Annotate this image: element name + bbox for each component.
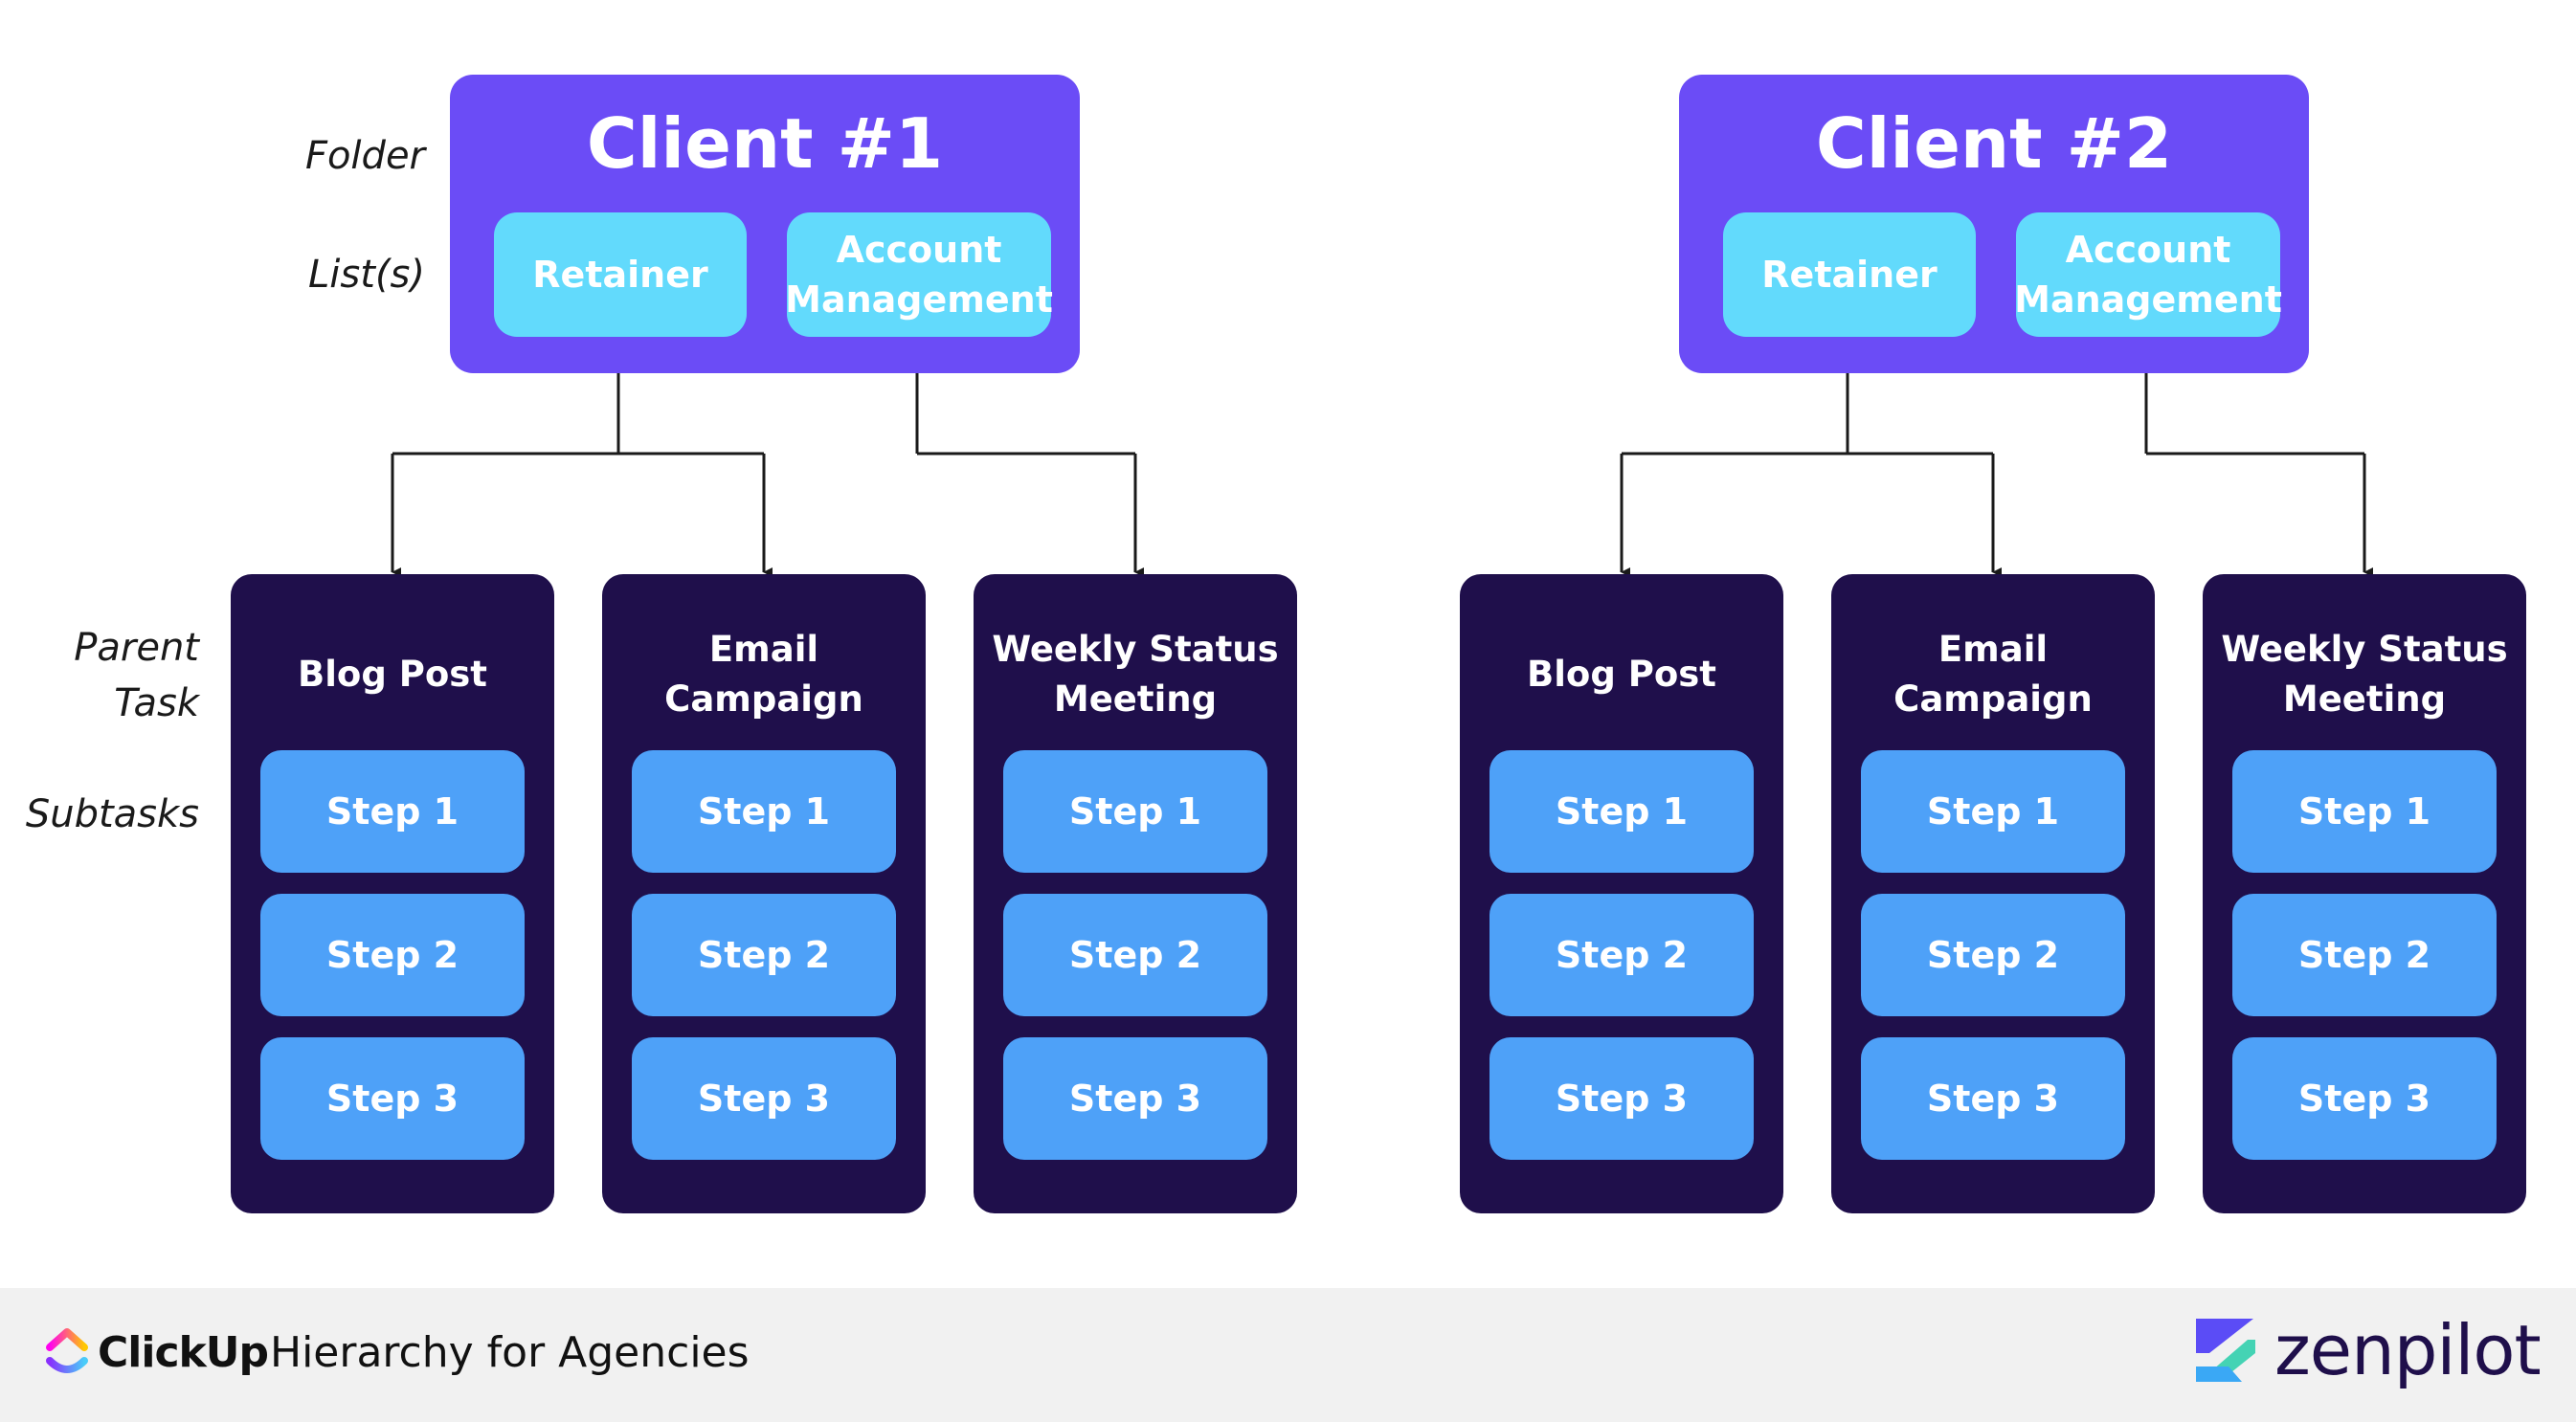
subtask-step-2: Step 2 bbox=[1490, 894, 1754, 1016]
subtask-step-3: Step 3 bbox=[2232, 1037, 2497, 1160]
list-retainer: Retainer bbox=[1723, 212, 1976, 337]
task-title: Weekly Status Meeting bbox=[2221, 629, 2508, 720]
row-label-subtasks: Subtasks bbox=[25, 792, 199, 836]
folder-client-1: Client #1 Retainer Account Management bbox=[450, 75, 1080, 373]
subtask-step-1: Step 1 bbox=[632, 750, 896, 873]
footer-caption: Hierarchy for Agencies bbox=[270, 1328, 750, 1377]
subtask-step-1: Step 1 bbox=[1861, 750, 2125, 873]
task-email-campaign: Email Campaign Step 1 Step 2 Step 3 bbox=[1831, 574, 2155, 1213]
subtask-step-3: Step 3 bbox=[1861, 1037, 2125, 1160]
subtask-step-2: Step 2 bbox=[1003, 894, 1267, 1016]
subtask-step-1: Step 1 bbox=[260, 750, 525, 873]
zenpilot-logo-icon bbox=[2196, 1319, 2255, 1382]
subtask-step-1: Step 1 bbox=[1490, 750, 1754, 873]
subtask-step-1: Step 1 bbox=[2232, 750, 2497, 873]
row-label-parent-task: Parent Task bbox=[74, 626, 199, 725]
row-label-folder: Folder bbox=[304, 134, 425, 178]
list-retainer: Retainer bbox=[494, 212, 747, 337]
task-email-campaign: Email Campaign Step 1 Step 2 Step 3 bbox=[602, 574, 926, 1213]
subtask-step-2: Step 2 bbox=[260, 894, 525, 1016]
footer-bar: ClickUp Hierarchy for Agencies zenpilot bbox=[0, 1288, 2576, 1422]
subtask-step-1: Step 1 bbox=[1003, 750, 1267, 873]
subtask-step-2: Step 2 bbox=[2232, 894, 2497, 1016]
folder-client-2: Client #2 Retainer Account Management bbox=[1679, 75, 2309, 373]
subtask-step-3: Step 3 bbox=[632, 1037, 896, 1160]
list-account-management: Account Management bbox=[2014, 212, 2282, 337]
task-title: Blog Post bbox=[1527, 654, 1716, 695]
task-blog-post: Blog Post Step 1 Step 2 Step 3 bbox=[1460, 574, 1783, 1213]
task-weekly-status-meeting: Weekly Status Meeting Step 1 Step 2 Step… bbox=[2203, 574, 2526, 1213]
clickup-logo-text: ClickUp bbox=[98, 1328, 269, 1377]
task-title: Blog Post bbox=[298, 654, 487, 695]
task-title: Email Campaign bbox=[664, 629, 863, 720]
subtask-step-3: Step 3 bbox=[1490, 1037, 1754, 1160]
subtask-step-3: Step 3 bbox=[1003, 1037, 1267, 1160]
list-account-management: Account Management bbox=[785, 212, 1053, 337]
row-label-lists: List(s) bbox=[308, 253, 425, 297]
task-title: Email Campaign bbox=[1893, 629, 2093, 720]
task-blog-post: Blog Post Step 1 Step 2 Step 3 bbox=[231, 574, 554, 1213]
subtask-step-3: Step 3 bbox=[260, 1037, 525, 1160]
subtask-step-2: Step 2 bbox=[1861, 894, 2125, 1016]
subtask-step-2: Step 2 bbox=[632, 894, 896, 1016]
zenpilot-logo-text: zenpilot bbox=[2274, 1310, 2542, 1390]
clickup-logo-icon bbox=[46, 1328, 88, 1373]
folder-title: Client #1 bbox=[586, 103, 944, 184]
task-weekly-status-meeting: Weekly Status Meeting Step 1 Step 2 Step… bbox=[974, 574, 1297, 1213]
task-title: Weekly Status Meeting bbox=[992, 629, 1279, 720]
folder-title: Client #2 bbox=[1815, 103, 2173, 184]
